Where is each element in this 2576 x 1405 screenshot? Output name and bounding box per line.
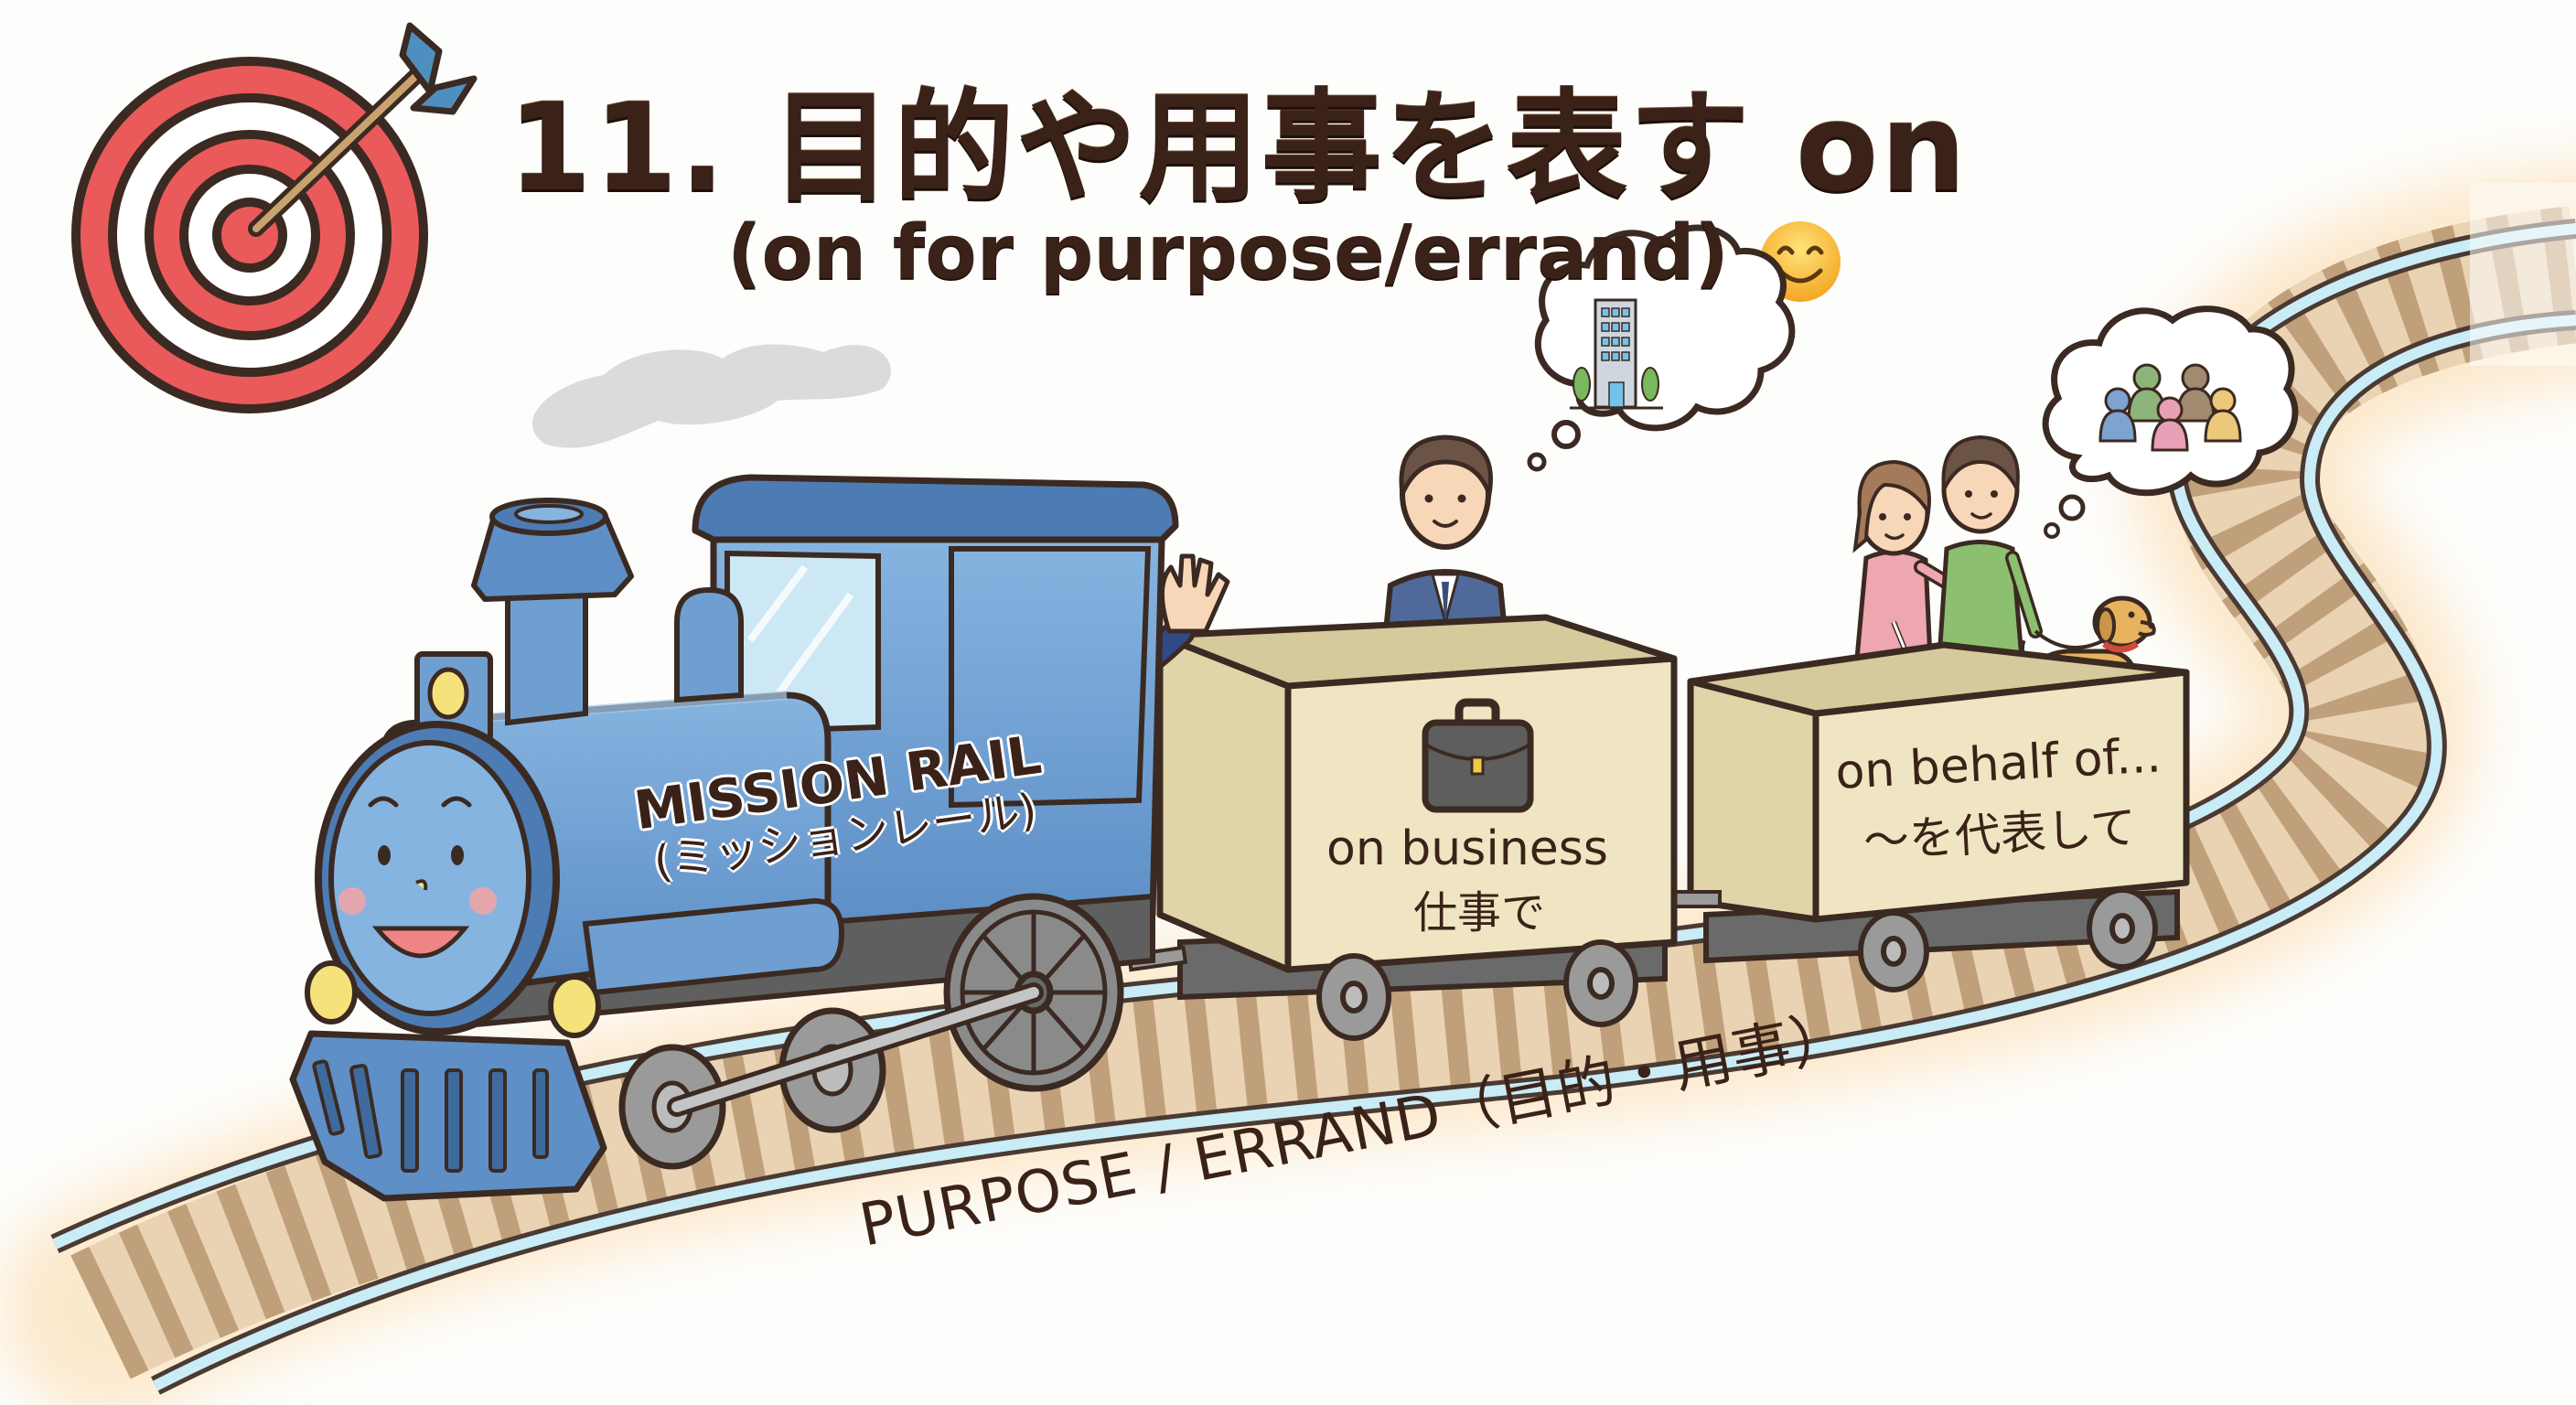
man-with-guide-dog-passenger bbox=[1937, 434, 2105, 716]
smoke-puff bbox=[531, 344, 891, 448]
page-subtitle: (on for purpose/errand) bbox=[727, 209, 1730, 296]
waving-hand bbox=[1159, 553, 1230, 634]
steam-locomotive bbox=[289, 474, 1179, 1202]
page-title: 11. 目的や用事を表す on bbox=[508, 78, 1969, 219]
thought-bubble-group bbox=[2042, 306, 2299, 539]
briefcase-icon bbox=[1422, 698, 1534, 813]
car2-wheels bbox=[1858, 887, 2158, 992]
people-group-icon bbox=[2098, 363, 2242, 452]
freight-car-business bbox=[1156, 614, 1678, 1041]
cowcatcher bbox=[289, 1030, 607, 1202]
car1-wheels bbox=[1316, 939, 1638, 1041]
office-building-icon bbox=[1570, 298, 1663, 410]
freight-car-behalf bbox=[1687, 641, 2190, 992]
car-business-label-jp: 仕事で bbox=[1413, 887, 1546, 938]
engine-face bbox=[315, 721, 560, 1035]
thought-bubble-office bbox=[1527, 224, 1796, 472]
bullseye-target-icon bbox=[71, 22, 478, 413]
car-business-label-en: on business bbox=[1326, 821, 1608, 876]
